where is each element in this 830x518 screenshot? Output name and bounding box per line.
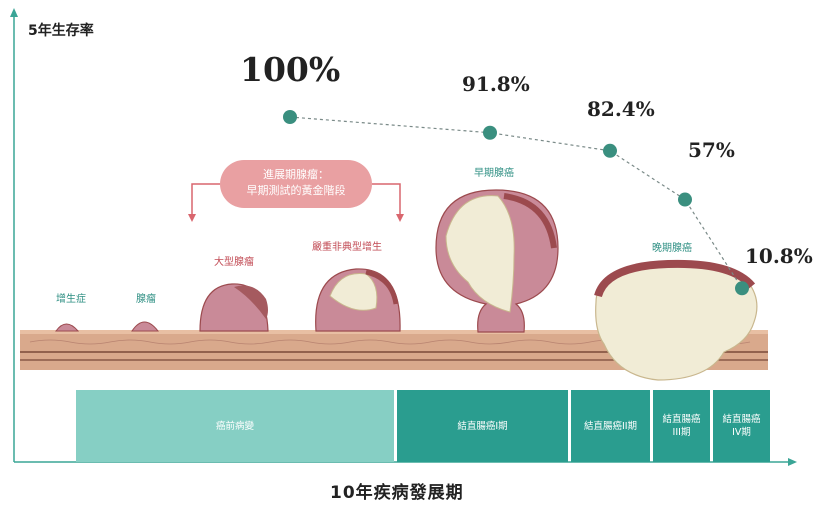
stage-label-severe-dysplasia: 嚴重非典型增生: [312, 242, 382, 253]
lesion-early-cancer: [435, 189, 559, 333]
y-axis-title: 5年生存率: [28, 23, 94, 39]
callout-arrows: [191, 183, 401, 216]
survival-point-2: [603, 143, 617, 158]
survival-point-1: [483, 125, 497, 140]
stage-label-early-cancer: 早期腺癌: [474, 168, 514, 179]
callout-arrow-left-head: [188, 214, 196, 222]
callout-arrow-right-head: [396, 214, 404, 222]
callout-line-1: 進展期腺瘤：: [263, 168, 329, 181]
lesion-hyperplasia: [55, 323, 80, 332]
callout-advanced-adenoma: 進展期腺瘤： 早期測試的黃金階段: [220, 160, 372, 208]
data-label-0: 100%: [240, 50, 341, 89]
band-stage-2: 結直腸癌II期: [571, 390, 650, 462]
survival-line: [289, 116, 743, 289]
x-axis-arrow: [788, 458, 797, 466]
band-precancer-label: 癌前病變: [215, 420, 254, 432]
callout-line-2: 早期測試的黃金階段: [246, 184, 346, 197]
band-stage-3-label-2: III期: [672, 427, 691, 438]
stage-label-hyperplasia: 增生症: [56, 294, 86, 305]
band-precancer: 癌前病變: [76, 390, 394, 462]
band-stage-2-label: 結直腸癌II期: [583, 420, 638, 432]
data-label-4: 10.8%: [745, 244, 813, 268]
x-axis-title: 10年疾病發展期: [330, 483, 464, 503]
lesion-large-adenoma: [199, 283, 269, 332]
stage-label-adenoma: 腺瘤: [136, 294, 156, 305]
band-stage-4-label-1: 結直腸癌: [722, 414, 761, 425]
band-stage-4: 結直腸癌 IV期: [713, 390, 770, 462]
data-label-2: 82.4%: [587, 97, 655, 121]
stage-label-late-cancer: 晚期腺癌: [652, 243, 692, 254]
band-stage-4-label-2: IV期: [732, 427, 751, 438]
y-axis-arrow: [10, 8, 18, 17]
band-stage-1-label: 結直腸癌I期: [457, 420, 508, 432]
lesion-late-cancer: [594, 259, 758, 381]
band-stage-3: 結直腸癌 III期: [653, 390, 710, 462]
band-stage-3-label-1: 結直腸癌: [662, 414, 701, 425]
survival-point-4: [735, 281, 749, 296]
data-label-1: 91.8%: [462, 72, 530, 96]
stage-label-large-adenoma: 大型腺瘤: [214, 257, 254, 268]
survival-point-3: [678, 192, 692, 207]
survival-point-0: [283, 110, 297, 124]
survival-series: [283, 110, 749, 296]
lesion-severe-dysplasia: [315, 268, 401, 332]
data-label-3: 57%: [688, 138, 735, 162]
lesion-adenoma: [131, 321, 160, 332]
band-stage-1: 結直腸癌I期: [397, 390, 568, 462]
